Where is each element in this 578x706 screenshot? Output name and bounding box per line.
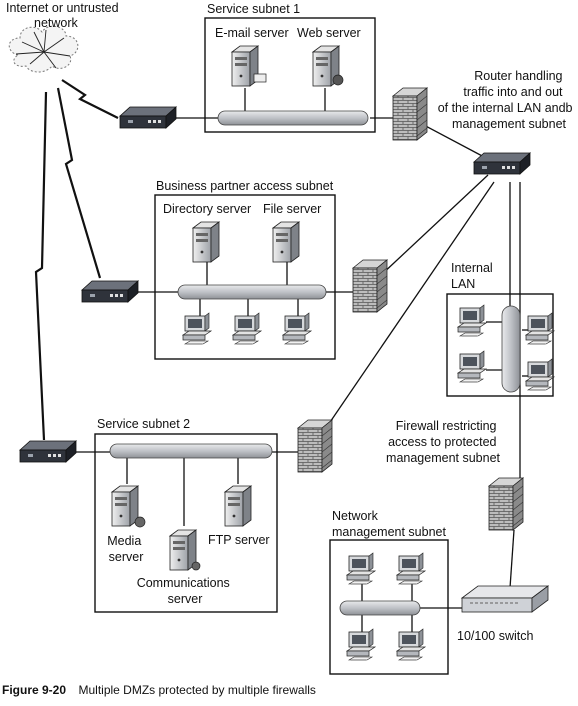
network-management-subnet-box [329, 539, 449, 675]
desktop-computer-icon [346, 628, 376, 661]
brick-firewall-icon [297, 419, 333, 473]
figure-caption: Figure 9-20 Multiple DMZs protected by m… [2, 681, 316, 698]
router-label: Router handling traffic into and out of … [438, 69, 576, 131]
media-server-icon [111, 485, 139, 527]
internal-lan-box [446, 293, 554, 397]
globe-icon [332, 74, 344, 86]
ftp-server-icon [224, 485, 252, 527]
wan-link-3 [34, 91, 48, 441]
router-icon [19, 440, 77, 463]
brick-firewall-icon [392, 87, 428, 141]
desktop-computer-icon [525, 312, 555, 345]
email-server-label: E-mail server [215, 26, 289, 40]
brick-firewall-icon [352, 259, 388, 313]
wan-link-2 [56, 87, 102, 279]
desktop-computer-icon [396, 628, 426, 661]
service-subnet-1-box [204, 17, 376, 133]
internal-lan-label: Internal LAN [451, 261, 496, 291]
service-subnet-2-label: Service subnet 2 [97, 417, 190, 431]
network-management-subnet-label: Network management subnet [332, 509, 446, 539]
link-firewall3-router [325, 181, 495, 429]
backbone-subnet-2 [109, 443, 273, 459]
phone-icon [191, 561, 201, 571]
router-icon [81, 280, 139, 303]
wan-link-1 [61, 79, 119, 119]
desktop-computer-icon [232, 312, 262, 345]
communications-server-icon [169, 529, 197, 571]
router-icon [473, 152, 531, 175]
backbone-internal-lan [501, 305, 521, 393]
desktop-computer-icon [457, 350, 487, 383]
backbone-subnet-1 [217, 110, 369, 126]
business-partner-subnet-box [154, 194, 336, 360]
internet-label: Internet or untrusted network [6, 1, 122, 30]
desktop-computer-icon [457, 304, 487, 337]
link-firewall2-router [379, 174, 489, 277]
desktop-computer-icon [525, 358, 555, 391]
service-subnet-2-box [94, 433, 278, 613]
brick-firewall-icon [488, 477, 524, 531]
cloud-icon [8, 25, 79, 73]
firewall-restricting-label: Firewall restricting access to protected… [386, 419, 500, 465]
figure-title: Multiple DMZs protected by multiple fire… [78, 683, 315, 697]
directory-server-icon [192, 221, 220, 263]
network-switch-icon [460, 585, 550, 613]
media-server-label: Media server [107, 534, 145, 564]
desktop-computer-icon [182, 312, 212, 345]
file-server-icon [272, 221, 300, 263]
business-partner-subnet-label: Business partner access subnet [156, 179, 334, 193]
desktop-computer-icon [346, 552, 376, 585]
service-subnet-1-label: Service subnet 1 [207, 2, 300, 16]
file-server-label: File server [263, 202, 321, 216]
mail-envelope-icon [253, 73, 267, 83]
desktop-computer-icon [282, 312, 312, 345]
backbone-business-partner [177, 284, 327, 300]
switch-label: 10/100 switch [457, 629, 533, 643]
figure-number: Figure 9-20 [2, 683, 66, 697]
link-firewall4-switch [509, 529, 515, 589]
ftp-server-label: FTP server [208, 533, 270, 547]
router-icon [119, 106, 177, 129]
directory-server-label: Directory server [163, 202, 251, 216]
web-server-label: Web server [297, 26, 361, 40]
desktop-computer-icon [396, 552, 426, 585]
media-disc-icon [134, 516, 146, 528]
communications-server-label: Communications server [137, 576, 234, 606]
link-firewall1-router [419, 122, 487, 159]
backbone-management [339, 600, 421, 616]
